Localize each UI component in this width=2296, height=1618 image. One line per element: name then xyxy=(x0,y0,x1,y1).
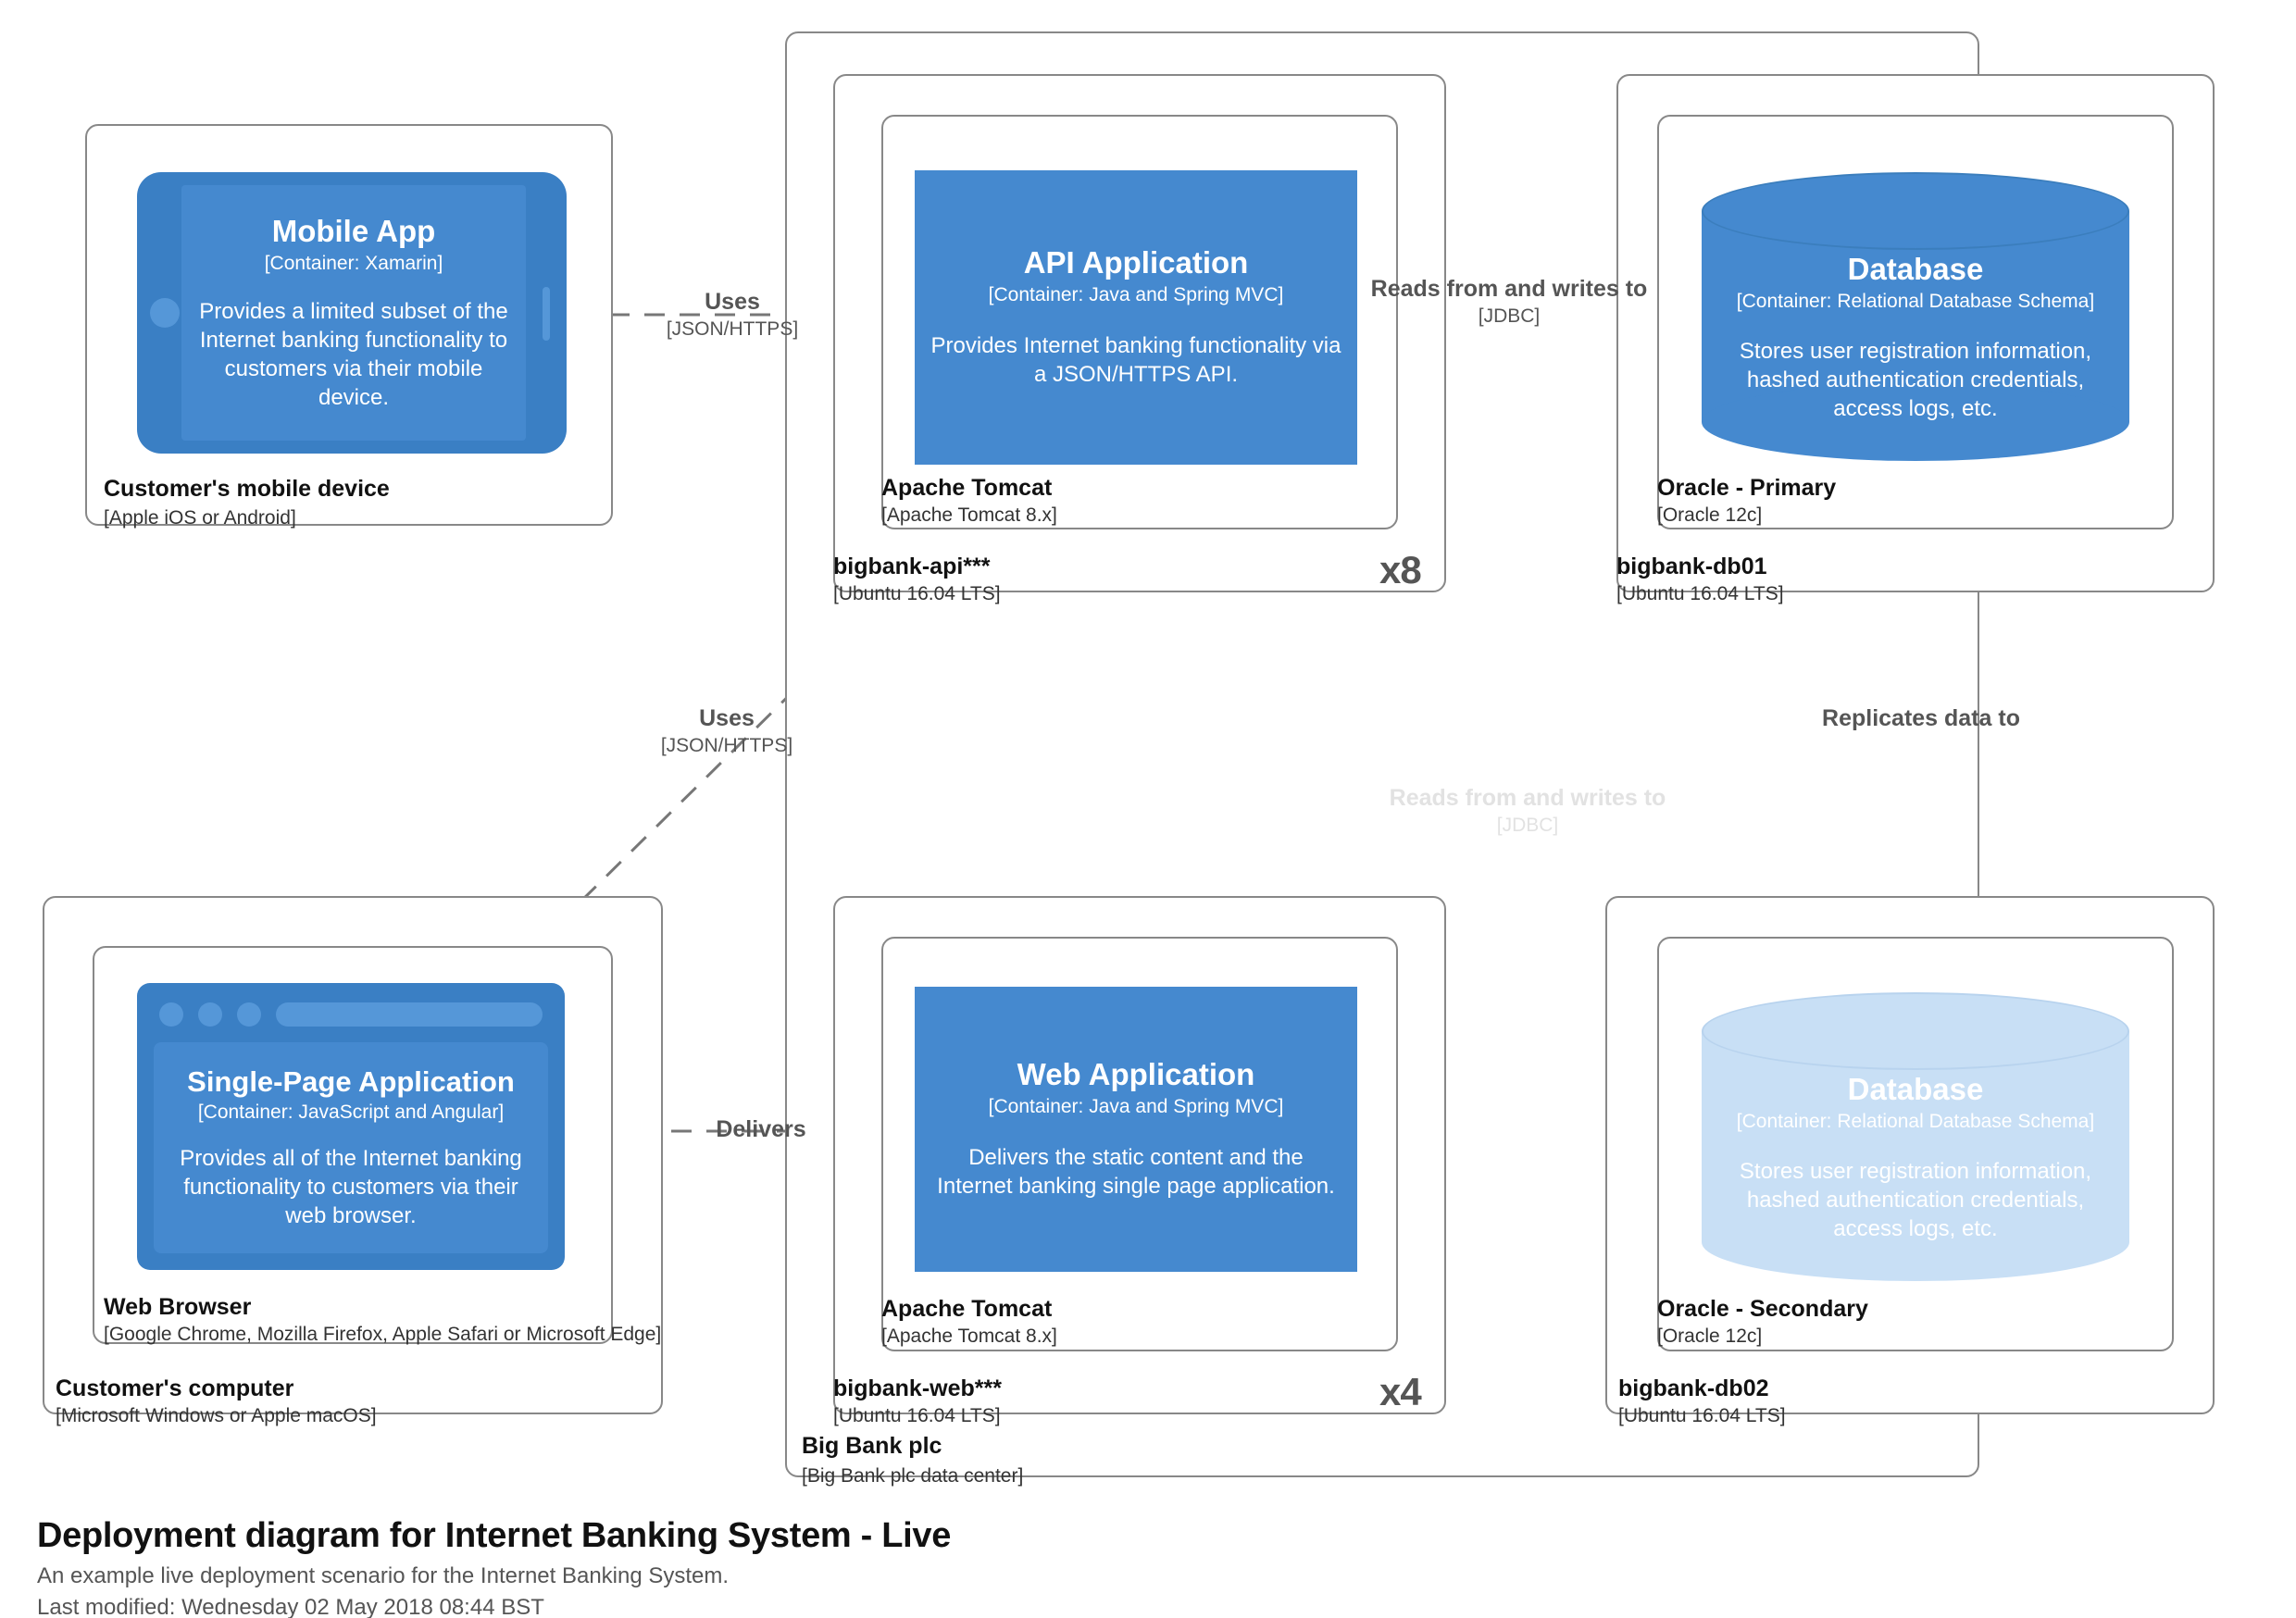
mobile-home-button-icon xyxy=(150,298,180,328)
node-bigbank-api-instances: x8 xyxy=(1379,548,1422,591)
container-web-application[interactable]: Web Application [Container: Java and Spr… xyxy=(915,987,1357,1272)
node-apache-tomcat-api-label: Apache Tomcat xyxy=(881,475,1053,501)
container-api-application-tech: [Container: Java and Spring MVC] xyxy=(988,283,1284,305)
container-database-secondary-description: Stores user registration information, ha… xyxy=(1739,1159,2092,1242)
relationship-replicates-data-to-title: Replicates data to xyxy=(1822,705,2020,731)
node-apache-tomcat-api-tech: [Apache Tomcat 8.x] xyxy=(881,504,1057,526)
node-apache-tomcat-web-tech: [Apache Tomcat 8.x] xyxy=(881,1326,1057,1347)
relationship-mobile-uses-api-title: Uses xyxy=(705,289,760,315)
node-bigbank-web-label: bigbank-web*** xyxy=(833,1375,1002,1401)
container-api-application[interactable]: API Application [Container: Java and Spr… xyxy=(915,170,1357,465)
node-bigbank-web-tech: [Ubuntu 16.04 LTS] xyxy=(833,1405,1001,1426)
container-mobile-app-tech: [Container: Xamarin] xyxy=(264,252,443,274)
container-web-application-tech: [Container: Java and Spring MVC] xyxy=(988,1095,1284,1117)
container-database-secondary-title: Database xyxy=(1847,1072,1984,1106)
node-customers-mobile-device-label: Customer's mobile device xyxy=(104,476,390,502)
container-database-primary[interactable]: Database [Container: Relational Database… xyxy=(1702,172,2129,461)
container-web-application-title: Web Application xyxy=(1017,1056,1255,1091)
node-bigbank-db02-label: bigbank-db02 xyxy=(1618,1375,1769,1401)
container-spa-title: Single-Page Application xyxy=(187,1064,515,1098)
browser-dot-icon xyxy=(159,1002,183,1027)
cylinder-bottom-ellipse xyxy=(1702,1203,2129,1281)
node-bigbank-web-instances: x4 xyxy=(1379,1370,1422,1413)
relationship-replicates-data-to: Replicates data to xyxy=(1759,705,2083,732)
cylinder-bottom-ellipse xyxy=(1702,383,2129,461)
container-api-application-description: Provides Internet banking functionality … xyxy=(930,333,1341,388)
node-bigbank-api-tech: [Ubuntu 16.04 LTS] xyxy=(833,583,1001,604)
relationship-api-reads-writes-db-secondary-tech: [JDBC] xyxy=(1496,814,1559,836)
container-mobile-app[interactable]: Mobile App [Container: Xamarin] Provides… xyxy=(181,185,526,441)
node-web-browser-tech: [Google Chrome, Mozilla Firefox, Apple S… xyxy=(104,1324,662,1345)
relationship-api-reads-writes-db-secondary: Reads from and writes to [JDBC] xyxy=(1389,785,1666,837)
cylinder-top-ellipse xyxy=(1702,172,2129,250)
diagram-title-block: Deployment diagram for Internet Banking … xyxy=(37,1516,951,1618)
container-database-primary-tech: [Container: Relational Database Schema] xyxy=(1736,291,2095,312)
relationship-api-reads-writes-db-tech: [JDBC] xyxy=(1478,305,1541,327)
container-database-primary-text: Database [Container: Relational Database… xyxy=(1702,252,2129,424)
container-database-secondary-text: Database [Container: Relational Database… xyxy=(1702,1072,2129,1244)
container-spa-description: Provides all of the Internet banking fun… xyxy=(180,1145,522,1229)
diagram-last-modified: Last modified: Wednesday 02 May 2018 08:… xyxy=(37,1595,544,1618)
relationship-spa-uses-api-tech: [JSON/HTTPS] xyxy=(660,734,793,756)
node-oracle-secondary-tech: [Oracle 12c] xyxy=(1657,1326,1763,1347)
relationship-api-reads-writes-db-secondary-title: Reads from and writes to xyxy=(1389,785,1666,811)
relationship-webapp-delivers-spa: Delivers xyxy=(659,1116,863,1143)
node-oracle-secondary-label: Oracle - Secondary xyxy=(1657,1296,1868,1322)
node-bigbank-db01-tech: [Ubuntu 16.04 LTS] xyxy=(1616,583,1784,604)
node-apache-tomcat-web-label: Apache Tomcat xyxy=(881,1296,1053,1322)
node-customers-mobile-device-tech: [Apple iOS or Android] xyxy=(104,507,296,529)
container-api-application-title: API Application xyxy=(1023,244,1249,280)
relationship-api-reads-writes-db-title: Reads from and writes to xyxy=(1370,276,1648,302)
container-mobile-app-title: Mobile App xyxy=(271,213,436,248)
relationship-mobile-uses-api-tech: [JSON/HTTPS] xyxy=(666,317,799,340)
node-bigbank-api-label: bigbank-api*** xyxy=(833,554,991,579)
relationship-spa-uses-api-title: Uses xyxy=(699,705,755,731)
container-spa-tech: [Container: JavaScript and Angular] xyxy=(197,1101,505,1123)
relationship-mobile-uses-api: Uses [JSON/HTTPS] xyxy=(617,289,848,341)
node-big-bank-plc-tech: [Big Bank plc data center] xyxy=(802,1465,1024,1487)
node-oracle-primary-label: Oracle - Primary xyxy=(1657,475,1837,501)
container-database-primary-description: Stores user registration information, ha… xyxy=(1739,339,2092,422)
container-single-page-application[interactable]: Single-Page Application [Container: Java… xyxy=(154,1042,548,1253)
browser-address-bar[interactable] xyxy=(276,1002,543,1027)
relationship-api-reads-writes-db: Reads from and writes to [JDBC] xyxy=(1370,276,1648,328)
cylinder-top-ellipse xyxy=(1702,992,2129,1070)
browser-chrome-bar xyxy=(159,1002,543,1027)
container-mobile-app-description: Provides a limited subset of the Interne… xyxy=(199,298,508,411)
diagram-title: Deployment diagram for Internet Banking … xyxy=(37,1516,952,1555)
node-web-browser-label: Web Browser xyxy=(104,1294,252,1320)
relationship-spa-uses-api: Uses [JSON/HTTPS] xyxy=(611,705,842,757)
container-web-application-description: Delivers the static content and the Inte… xyxy=(937,1145,1335,1200)
container-database-primary-title: Database xyxy=(1847,252,1984,286)
node-bigbank-db02-tech: [Ubuntu 16.04 LTS] xyxy=(1618,1405,1786,1426)
container-database-secondary[interactable]: Database [Container: Relational Database… xyxy=(1702,992,2129,1281)
browser-dot-icon xyxy=(237,1002,261,1027)
diagram-subtitle: An example live deployment scenario for … xyxy=(37,1563,730,1588)
container-database-secondary-tech: [Container: Relational Database Schema] xyxy=(1736,1111,2095,1132)
node-oracle-primary-tech: [Oracle 12c] xyxy=(1657,504,1763,526)
node-customers-computer-label: Customer's computer xyxy=(56,1375,294,1401)
node-bigbank-db01-label: bigbank-db01 xyxy=(1616,554,1767,579)
node-customers-computer-tech: [Microsoft Windows or Apple macOS] xyxy=(56,1405,377,1426)
relationship-webapp-delivers-spa-title: Delivers xyxy=(716,1116,806,1142)
node-big-bank-plc-label: Big Bank plc xyxy=(802,1433,942,1459)
browser-dot-icon xyxy=(198,1002,222,1027)
mobile-speaker-icon xyxy=(543,287,550,341)
